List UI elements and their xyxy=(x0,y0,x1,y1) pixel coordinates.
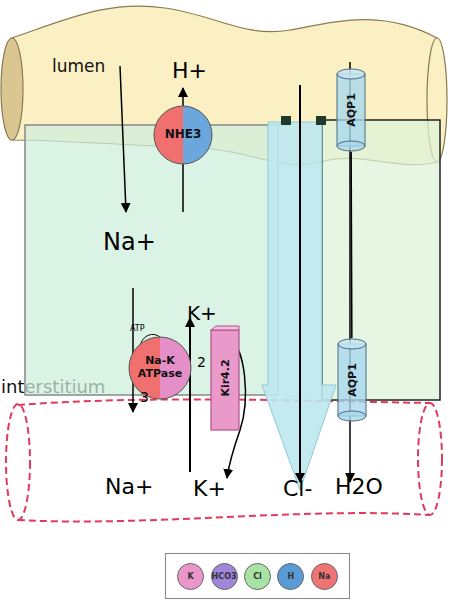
lumen-body xyxy=(12,6,437,165)
node-label: AQP1 xyxy=(346,363,359,397)
vessel-wall xyxy=(18,513,430,521)
legend-swatch: K xyxy=(177,563,204,590)
node-label: NHE3 xyxy=(154,128,212,142)
channel-top xyxy=(211,326,239,330)
cylinder-end xyxy=(337,69,365,79)
vessel-end xyxy=(418,403,442,515)
channel-box: Kir4.2 xyxy=(210,325,240,431)
tube-end xyxy=(1,38,23,140)
exchanger-circle: NHE3 xyxy=(153,105,213,165)
node-label: AQP1 xyxy=(345,93,358,127)
species-label: Na+ xyxy=(105,476,153,498)
node-label: lumen xyxy=(52,56,105,76)
cylinder-end xyxy=(338,411,366,421)
flux-arrow xyxy=(189,318,191,472)
legend-swatch: H xyxy=(277,563,304,590)
flux-arrow xyxy=(299,85,301,482)
species-label: 2 xyxy=(197,355,206,369)
tight-junction xyxy=(316,116,326,125)
legend-text: K xyxy=(188,572,194,581)
species-label: 3 xyxy=(140,390,149,404)
circle-outline xyxy=(154,106,212,164)
legend-box: K HCO3 Cl H Na xyxy=(165,553,350,599)
species-label: K+ xyxy=(193,478,226,500)
species-label: Cl- xyxy=(283,478,312,500)
channel-cylinder: AQP1 xyxy=(336,68,366,152)
flux-arrow xyxy=(132,288,134,412)
channel-body xyxy=(211,330,239,430)
circle-outline xyxy=(129,337,191,399)
pump-circle: Na-K ATPase xyxy=(128,336,192,400)
species-label: H2O xyxy=(335,476,383,498)
vessel-wall xyxy=(18,399,430,405)
cylinder-body xyxy=(338,344,366,416)
vessel-end xyxy=(6,404,30,520)
cylinder-end xyxy=(338,339,366,349)
legend-swatch: Na xyxy=(311,563,338,590)
legend-text: Na xyxy=(318,572,330,581)
legend-text: H xyxy=(288,572,295,581)
cylinder-end xyxy=(337,141,365,151)
cylinder-body xyxy=(337,74,365,146)
connector-line xyxy=(350,152,352,338)
channel-cylinder: AQP1 xyxy=(337,338,367,422)
node-label: Na-K ATPase xyxy=(135,355,185,380)
species-label: K+ xyxy=(187,303,217,323)
legend-swatch: HCO3 xyxy=(211,563,238,590)
tube-end xyxy=(427,38,447,162)
legend-text: HCO3 xyxy=(212,572,237,581)
species-label: ATP xyxy=(130,325,145,333)
node-label: Kir4.2 xyxy=(219,359,232,396)
species-label: H+ xyxy=(172,60,207,82)
legend-text: Cl xyxy=(253,572,262,581)
legend-swatch: Cl xyxy=(244,563,271,590)
species-label: Na+ xyxy=(103,230,156,254)
tight-junction xyxy=(281,116,291,125)
